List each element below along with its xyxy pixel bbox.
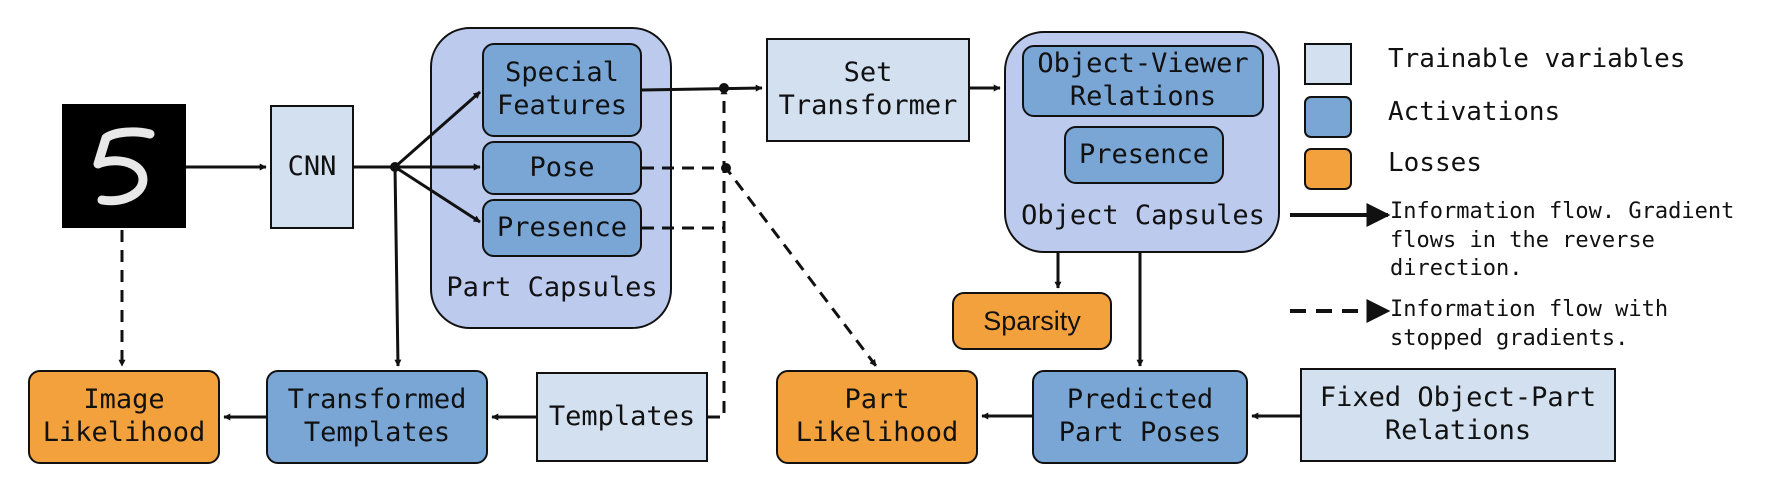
- legend-swatch-activations: [1304, 96, 1352, 138]
- arrow-special-features-to-set-transformer: [641, 84, 763, 92]
- object-capsules-label: Object Capsules: [1021, 200, 1265, 231]
- predicted-part-poses-node: Predicted Part Poses: [1032, 370, 1248, 464]
- part-likelihood-node: Part Likelihood: [776, 370, 978, 464]
- junction-dot-pose: [721, 163, 731, 173]
- legend-swatch-trainable: [1304, 43, 1352, 85]
- arrow-cnn-to-presence: [394, 165, 481, 224]
- junction-dot-merge: [719, 83, 729, 93]
- dashed-arrow-templates-to-set-transformer: [708, 87, 728, 419]
- legend-note-dashed: Information flow with stopped gradients.: [1390, 297, 1669, 351]
- dashed-arrow-pose-to-part-likelihood: [642, 166, 878, 367]
- object-viewer-relations-node: Object-Viewer Relations: [1022, 45, 1264, 117]
- templates-node: Templates: [536, 372, 708, 462]
- set-transformer-node: Set Transformer: [766, 38, 970, 142]
- transformed-templates-node: Transformed Templates: [266, 370, 488, 464]
- legend-label-trainable: Trainable variables: [1388, 44, 1686, 74]
- sparsity-node: Sparsity: [952, 292, 1112, 350]
- image-likelihood-node: Image Likelihood: [28, 370, 220, 464]
- part-capsules-label: Part Capsules: [446, 272, 658, 303]
- legend-label-losses: Losses: [1388, 148, 1482, 178]
- legend-swatch-losses: [1304, 148, 1352, 190]
- mnist-digit-5-icon: [93, 127, 155, 206]
- junction-dot-cnn: [390, 162, 400, 172]
- arrow-cnn-to-transformed-templates: [393, 166, 402, 367]
- fixed-object-part-relations-node: Fixed Object-Part Relations: [1300, 368, 1616, 462]
- legend-label-activations: Activations: [1388, 97, 1561, 127]
- special-features-node: Special Features: [482, 43, 642, 137]
- arrow-cnn-to-special-features: [354, 90, 481, 169]
- object-presence-node: Presence: [1064, 126, 1224, 184]
- legend-note-solid: Information flow. Gradient flows in the …: [1390, 199, 1735, 282]
- input-digit-image: [62, 104, 186, 228]
- pose-node: Pose: [482, 141, 642, 195]
- cnn-node: CNN: [270, 105, 354, 229]
- part-presence-node: Presence: [482, 199, 642, 257]
